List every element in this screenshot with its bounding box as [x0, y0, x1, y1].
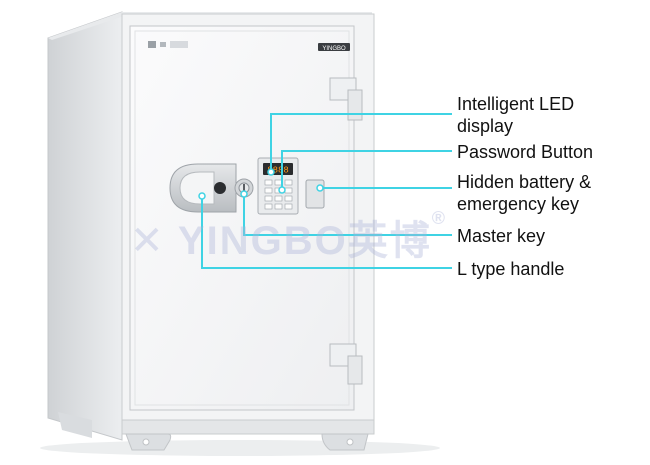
callout-handle-line-1: L type handle [457, 259, 565, 279]
led-display-digits: 8888 [267, 166, 289, 176]
callout-l-type-handle: L type handle [457, 258, 564, 280]
safe-foot-right [321, 433, 369, 451]
callout-battery-line-1: Hidden battery & [457, 172, 592, 192]
brand-logo-text: YINGBO [322, 46, 346, 52]
callout-led-line-2: display [457, 116, 514, 136]
callout-line-password [281, 150, 452, 190]
safe-base [121, 419, 375, 435]
cert-label-1 [148, 41, 156, 48]
callout-line-handle [201, 196, 452, 269]
callout-master-key: Master key [457, 225, 545, 247]
safe-side-panel [47, 11, 123, 441]
password-buttons[interactable] [264, 179, 293, 210]
callout-lines [201, 113, 452, 269]
callout-led-line-1: Intelligent LED [457, 94, 575, 114]
callout-battery-line-2: emergency key [457, 194, 580, 214]
callout-master-key-line-1: Master key [457, 226, 546, 246]
foot-screw-right [346, 438, 354, 446]
hidden-battery-cover[interactable] [305, 179, 325, 209]
safe-side-leg [58, 412, 92, 438]
callout-password-button: Password Button [457, 141, 593, 163]
callout-password-line-1: Password Button [457, 142, 594, 162]
callout-dots [198, 168, 324, 200]
hinge-bottom [329, 343, 363, 385]
callout-led-display: Intelligent LED display [457, 93, 574, 137]
foot-screw-left [142, 438, 150, 446]
brand-logo-plate [318, 43, 350, 51]
callout-line-master-key [243, 194, 452, 236]
safe-door [129, 25, 355, 411]
floor-shadow [40, 440, 440, 456]
cert-label-2 [160, 42, 166, 47]
hinge-top [329, 77, 363, 121]
l-type-handle[interactable] [169, 163, 237, 213]
cert-label-3 [170, 41, 188, 48]
callout-hidden-battery: Hidden battery & emergency key [457, 171, 591, 215]
door-inner-edge [134, 30, 350, 406]
callout-line-led [270, 113, 452, 172]
